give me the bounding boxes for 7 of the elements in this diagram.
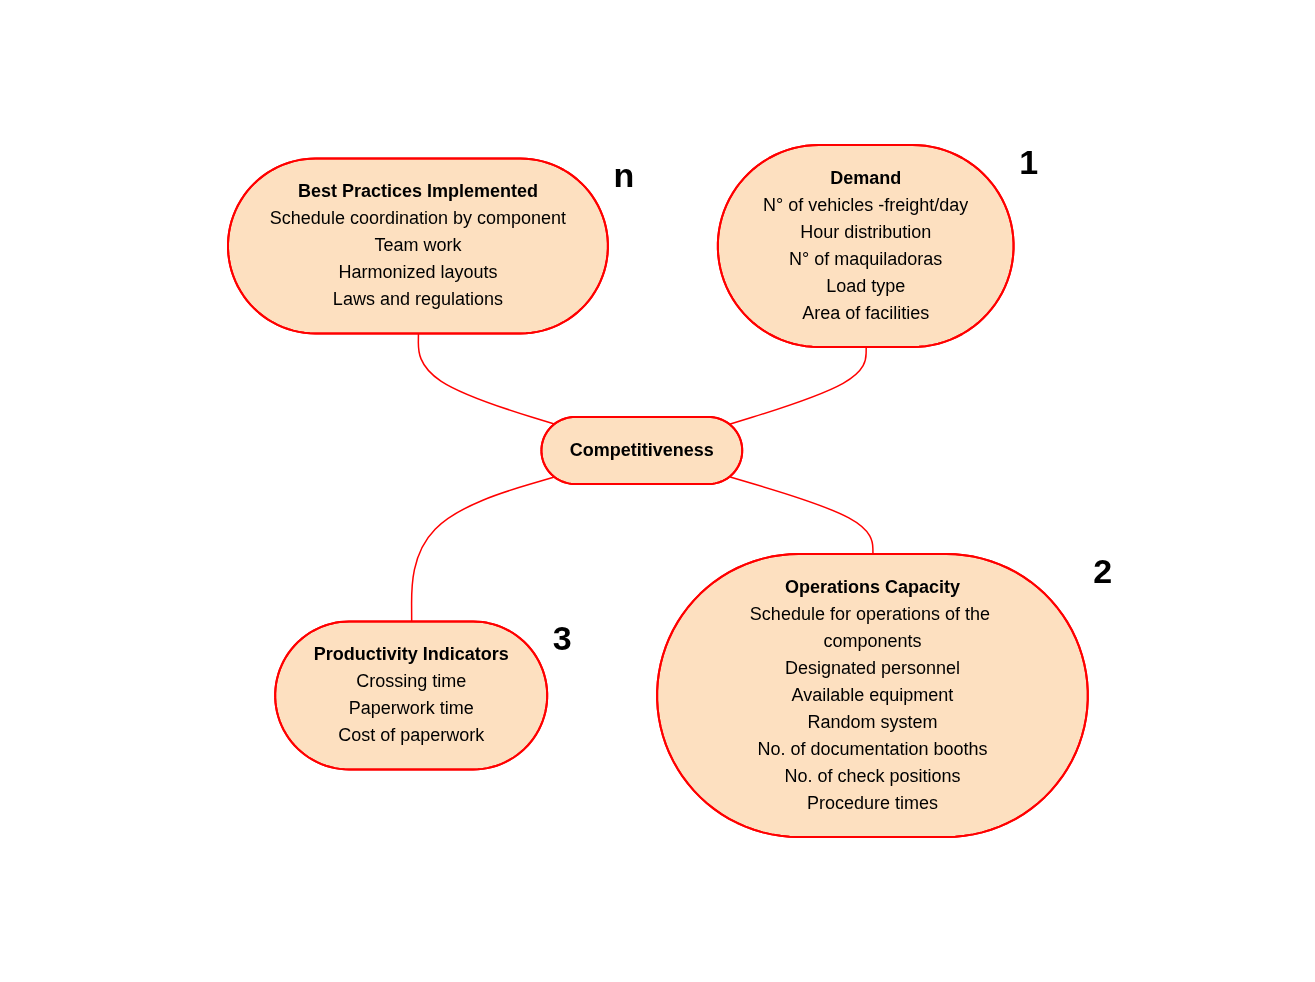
node-number: 2: [1093, 554, 1113, 588]
connector: [417, 333, 556, 426]
node-number: 1: [1019, 145, 1039, 179]
node-number: n: [613, 158, 635, 193]
connector: [410, 476, 555, 623]
node-number: 3: [552, 621, 572, 656]
connector: [728, 346, 867, 426]
